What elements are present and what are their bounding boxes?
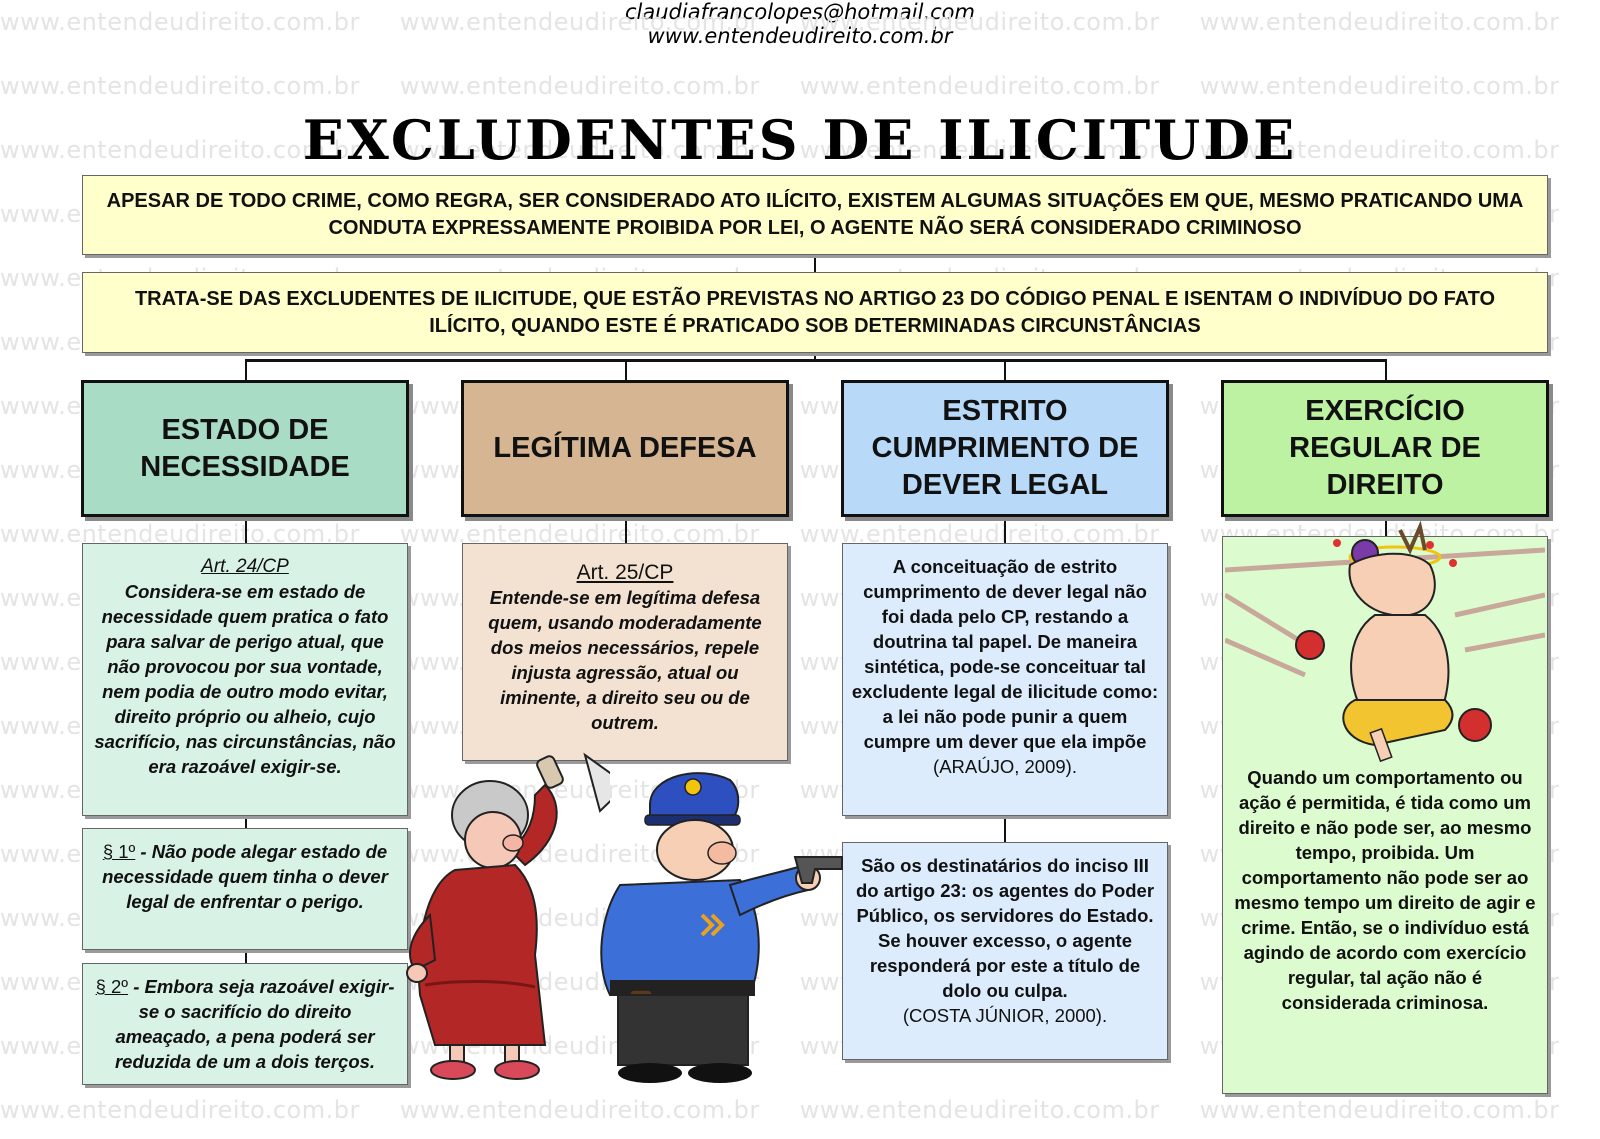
header-exercicio-regular: EXERCÍCIO REGULAR DE DIREITO — [1221, 380, 1549, 517]
estrito-destinatarios-box: São os destinatários do inciso III do ar… — [842, 842, 1168, 1060]
citation: (COSTA JÚNIOR, 2000). — [902, 1005, 1108, 1026]
connector — [1385, 516, 1387, 536]
watermark-text: www.entendeudireito.com.br — [0, 1096, 360, 1124]
intro-banner: APESAR DE TODO CRIME, COMO REGRA, SER CO… — [82, 175, 1548, 255]
intro-text: TRATA-SE DAS EXCLUDENTES DE ILICITUDE, Q… — [134, 287, 1496, 337]
watermark-text: www.entendeudireito.com.br — [0, 72, 360, 100]
connector — [1004, 815, 1006, 843]
header-estado-de-necessidade: ESTADO DE NECESSIDADE — [81, 380, 409, 517]
paragraph-ref: § 2º — [95, 976, 129, 997]
watermark-text: www.entendeudireito.com.br — [399, 8, 760, 36]
connector — [245, 516, 247, 544]
intro-banner-article: TRATA-SE DAS EXCLUDENTES DE ILICITUDE, Q… — [82, 272, 1548, 353]
watermark-text: www.entendeudireito.com.br — [0, 136, 360, 164]
watermark-text: www.entendeudireito.com.br — [799, 72, 1160, 100]
intro-text: APESAR DE TODO CRIME, COMO REGRA, SER CO… — [106, 190, 1524, 239]
article-24-box: Art. 24/CP Considera-se em estado de nec… — [82, 543, 408, 816]
watermark-row: www.entendeudireito.com.br www.entendeudi… — [0, 8, 1599, 36]
article-text: Entende-se em legítima defesa quem, usan… — [488, 587, 762, 733]
police-officer-illustration — [600, 772, 843, 1083]
connector — [245, 950, 247, 964]
contact-email: claudiafrancolopes@hotmail.com — [625, 0, 975, 24]
article-ref: Art. 25/CP — [576, 561, 674, 584]
connector — [245, 359, 1387, 362]
watermark-row: www.entendeudireito.com.br www.entendeudi… — [0, 136, 1599, 164]
connector — [245, 815, 247, 829]
connector — [1385, 359, 1387, 381]
concept-text: A conceituação de estrito cumprimento de… — [851, 556, 1159, 752]
contact-site: www.entendeudireito.com.br — [647, 24, 953, 48]
watermark-text: www.entendeudireito.com.br — [0, 8, 360, 36]
watermark-text: www.entendeudireito.com.br — [399, 72, 760, 100]
citation: (ARAÚJO, 2009). — [933, 756, 1077, 777]
connector — [245, 359, 247, 381]
paragraph-ref: § 1º — [102, 841, 136, 862]
watermark-text: www.entendeudireito.com.br — [799, 8, 1160, 36]
header-label: LEGÍTIMA DEFESA — [493, 432, 757, 464]
watermark-text: www.entendeudireito.com.br — [799, 136, 1160, 164]
watermark-text: www.entendeudireito.com.br — [1199, 1096, 1560, 1124]
watermark-text: www.entendeudireito.com.br — [399, 136, 760, 164]
header-label: ESTADO DE NECESSIDADE — [140, 413, 350, 483]
connector — [814, 352, 816, 361]
grandma-with-knife-illustration — [406, 752, 610, 1080]
watermark-text: www.entendeudireito.com.br — [1199, 72, 1560, 100]
header-label: ESTRITO CUMPRIMENTO DE DEVER LEGAL — [871, 395, 1139, 501]
article-ref: Art. 24/CP — [201, 556, 289, 577]
estrito-concept-box: A conceituação de estrito cumprimento de… — [842, 543, 1168, 816]
watermark-row: www.entendeudireito.com.br www.entendeudi… — [0, 72, 1599, 100]
connector — [625, 359, 627, 381]
connector — [625, 516, 627, 544]
connector — [1004, 359, 1006, 381]
paragraph-text: - Embora seja razoável exigir-se o sacri… — [114, 976, 395, 1072]
watermark-text: www.entendeudireito.com.br — [399, 1096, 760, 1124]
connector — [1004, 516, 1006, 544]
paragraph-text: - Não pode alegar estado de necessidade … — [102, 841, 388, 912]
paragraph-1-box: § 1º - Não pode alegar estado de necessi… — [82, 828, 408, 950]
watermark-text: www.entendeudireito.com.br — [799, 1096, 1160, 1124]
header-legitima-defesa: LEGÍTIMA DEFESA — [461, 380, 789, 517]
paragraph-2-box: § 2º - Embora seja razoável exigir-se o … — [82, 963, 408, 1085]
watermark-row: www.entendeudireito.com.br www.entendeudi… — [0, 1096, 1599, 1124]
article-text: Considera-se em estado de necessidade qu… — [94, 581, 396, 777]
concept-text: São os destinatários do inciso III do ar… — [855, 855, 1155, 1001]
header-estrito-cumprimento: ESTRITO CUMPRIMENTO DE DEVER LEGAL — [841, 380, 1169, 517]
connector — [814, 253, 816, 273]
article-25-box: Art. 25/CP Entende-se em legítima defesa… — [462, 543, 788, 761]
watermark-text: www.entendeudireito.com.br — [1199, 136, 1560, 164]
boxer-knockout-illustration — [1225, 520, 1545, 763]
page-title: EXCLUDENTES DE ILICITUDE — [302, 108, 1298, 172]
concept-text: Quando um comportamento ou ação é permit… — [1234, 767, 1536, 1013]
watermark-text: www.entendeudireito.com.br — [1199, 8, 1560, 36]
header-label: EXERCÍCIO REGULAR DE DIREITO — [1289, 395, 1481, 501]
